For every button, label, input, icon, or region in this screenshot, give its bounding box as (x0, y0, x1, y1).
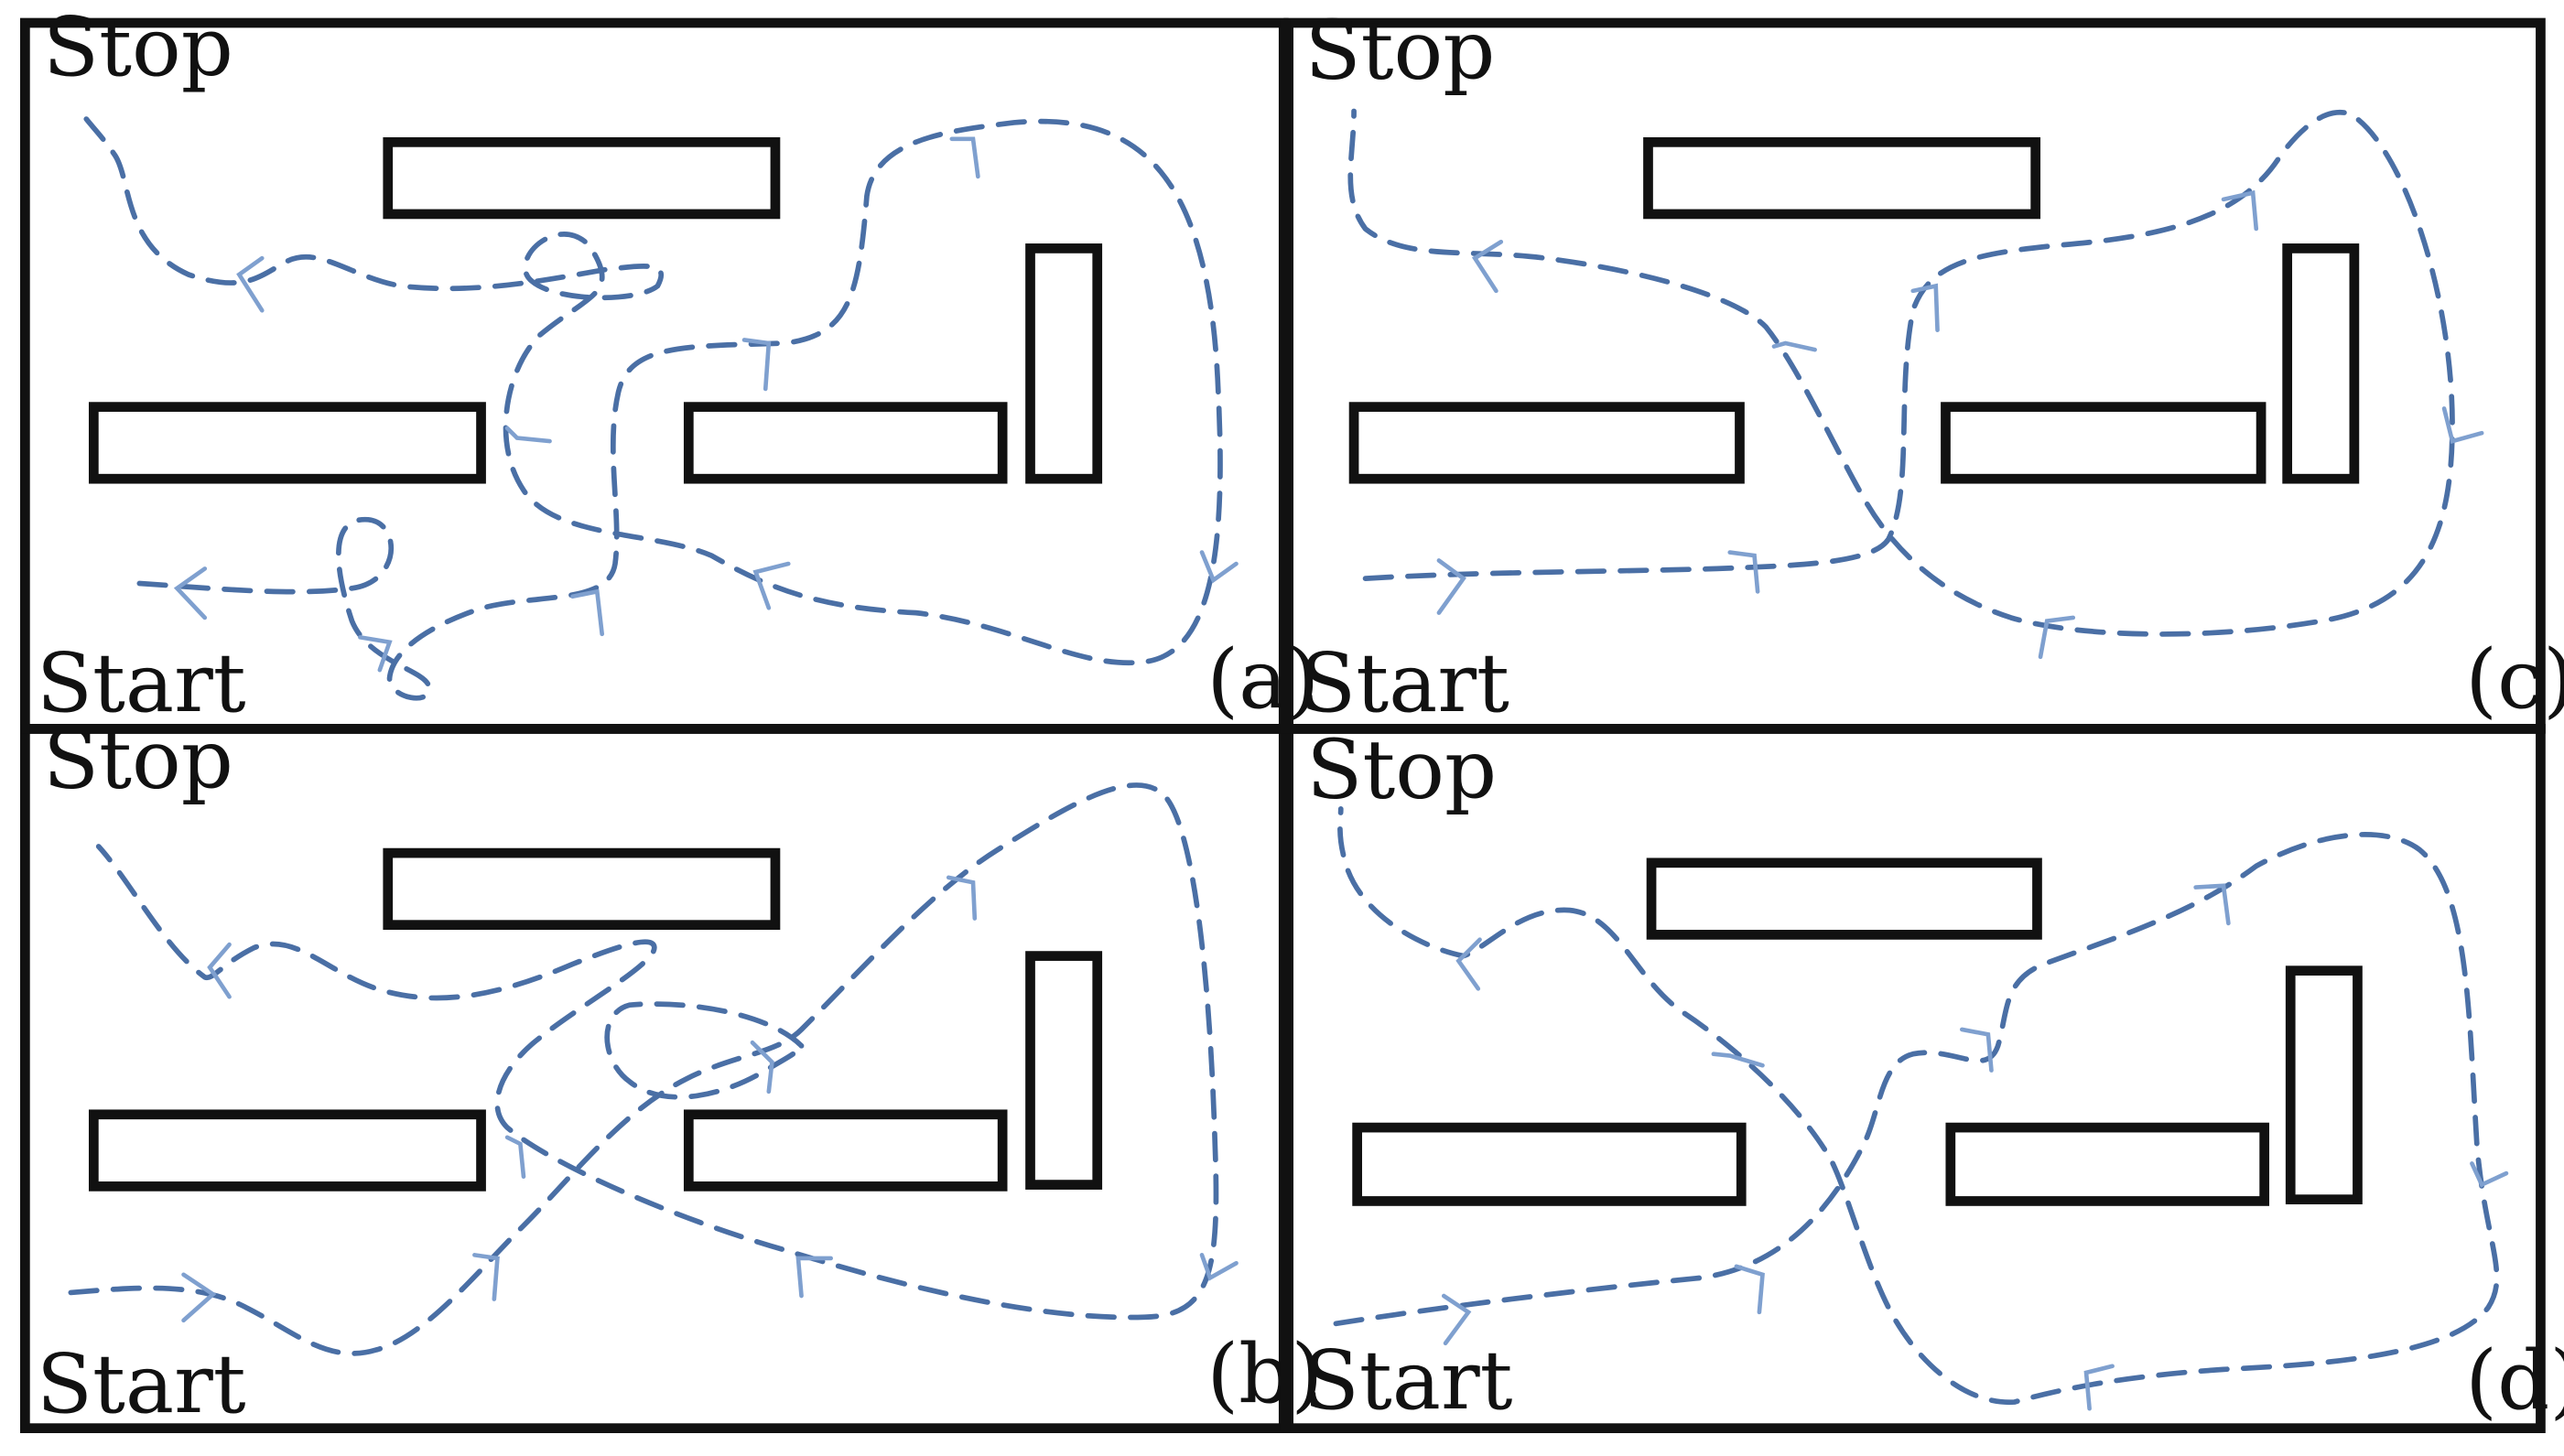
direction-arrows (1441, 883, 2509, 1411)
obstacle-top (383, 136, 781, 220)
obstacle-left (88, 1109, 486, 1192)
panel-tag: (c) (2465, 632, 2564, 728)
panel-b: Stop Start (b) (19, 713, 1323, 1434)
trajectory-loop (604, 1001, 805, 1100)
obstacle-middle (683, 402, 1008, 484)
panel-a: Stop Start (a) (19, 0, 1319, 734)
panel-tag: (b) (1206, 1327, 1323, 1422)
panel-d: Stop Start (d) (1283, 722, 2564, 1434)
panel-tag: (a) (1206, 632, 1319, 728)
obstacle-left (1348, 402, 1745, 484)
obstacle-top (383, 847, 781, 931)
trajectory-path (68, 782, 1219, 1356)
start-label: Start (1304, 1333, 1513, 1429)
obstacle-vertical (1025, 951, 1103, 1190)
stop-label: Stop (1306, 722, 1497, 817)
start-label: Start (37, 636, 246, 731)
obstacle-middle (1945, 1122, 2270, 1206)
obstacle-vertical (1025, 243, 1103, 484)
obstacle-left (88, 402, 486, 484)
obstacle-vertical (2282, 243, 2360, 484)
start-label: Start (37, 1337, 246, 1432)
trajectory-path (1333, 806, 2500, 1405)
panel-tag: (d) (2465, 1333, 2564, 1429)
obstacle-left (1352, 1122, 1747, 1206)
obstacle-middle (683, 1109, 1008, 1192)
trajectory-path (79, 108, 1223, 701)
trajectory-path (1347, 108, 2455, 637)
panel-c: Stop Start (c) (1283, 4, 2564, 734)
obstacle-vertical (2285, 965, 2363, 1205)
obstacle-middle (1941, 402, 2266, 484)
obstacle-top (1643, 136, 2041, 220)
direction-arrows (173, 136, 1239, 673)
direction-arrows (181, 875, 1239, 1323)
start-label: Start (1300, 636, 1509, 731)
stop-label: Stop (1304, 4, 1495, 99)
direction-arrows (1436, 189, 2484, 660)
stop-label: Stop (43, 0, 233, 95)
obstacle-top (1646, 857, 2042, 940)
